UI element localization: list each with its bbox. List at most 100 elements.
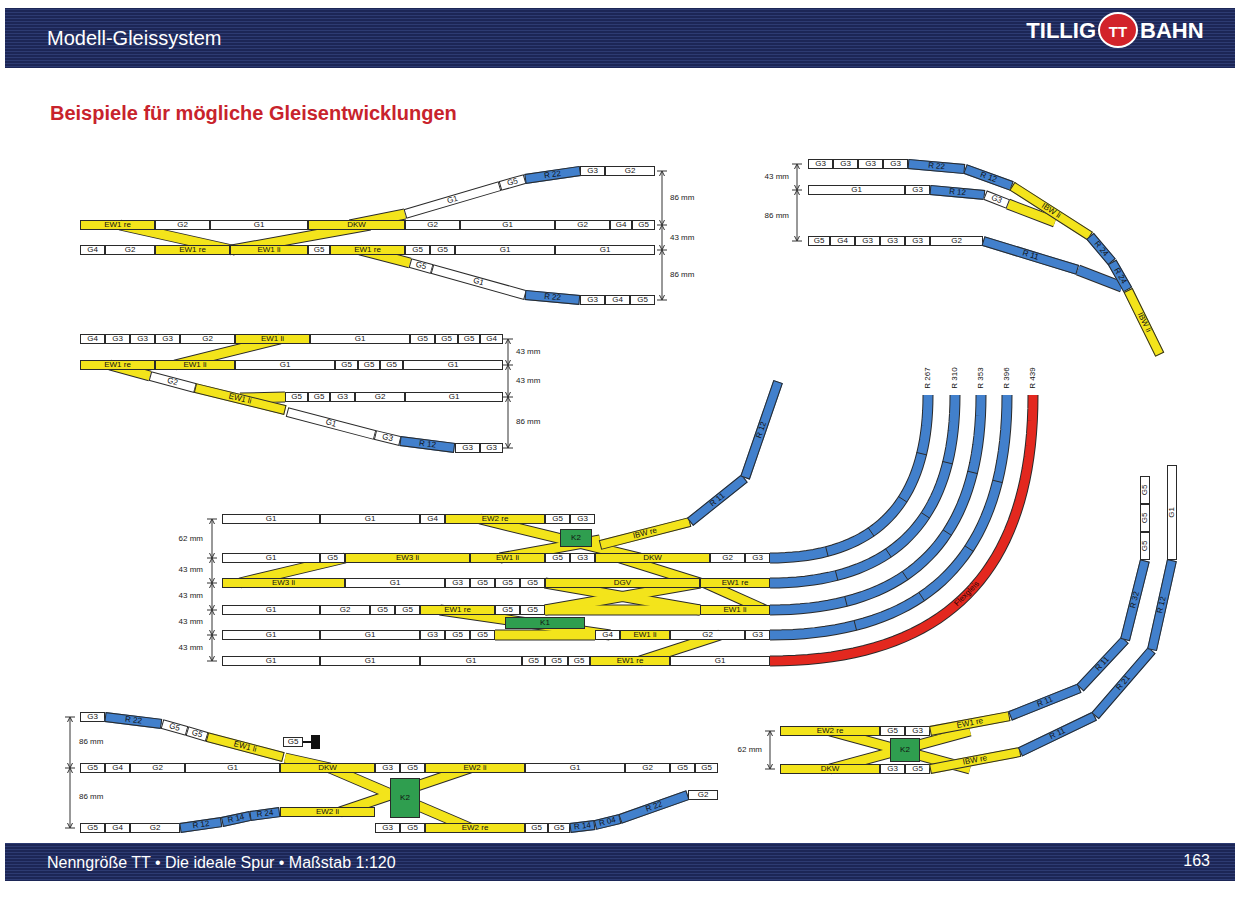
track-code: G5 — [887, 727, 898, 735]
crossing: K2 — [560, 529, 592, 547]
straight-track: G2 — [105, 245, 155, 255]
track-code: G2 — [698, 791, 709, 799]
turnout: EW2 li — [280, 807, 375, 817]
buffer-rail — [303, 741, 311, 743]
track-leg-outline — [330, 768, 470, 828]
track-code: G4 — [87, 246, 98, 254]
turnout: EW2 re — [780, 726, 880, 736]
track-code: G3 — [382, 824, 393, 832]
track-code: G2 — [702, 631, 713, 639]
straight-track: G1 — [460, 220, 555, 230]
segment-joint — [921, 513, 929, 518]
straight-track: G1 — [320, 630, 420, 640]
straight-track: G3 — [480, 443, 503, 453]
straight-track: G5 — [308, 392, 330, 402]
logo-text: BAHN — [1140, 20, 1204, 42]
track-code: EW1 li — [228, 392, 252, 405]
curved-track: R 11 — [1018, 711, 1097, 756]
track-code: G2 — [150, 824, 161, 832]
radius-label: R 396 — [1003, 367, 1011, 388]
track-code: G5 — [191, 729, 204, 740]
straight-track: G2 — [605, 166, 655, 176]
segment-joint — [868, 528, 874, 536]
curved-track: R 32 — [1120, 559, 1150, 641]
dimension-label: 86 mm — [670, 194, 694, 202]
track-code: G5 — [1141, 541, 1149, 552]
straight-track: G5 — [186, 726, 209, 742]
segment-joint — [886, 549, 892, 557]
crossing: K1 — [505, 617, 585, 629]
track-code: G3 — [112, 335, 123, 343]
track-code: G1 — [1168, 507, 1176, 518]
dimension-label: 86 mm — [516, 418, 540, 426]
segment-joint — [845, 597, 847, 607]
logo-text: TILLIG — [1026, 20, 1096, 42]
track-code: G5 — [552, 515, 563, 523]
track-code: G1 — [280, 361, 291, 369]
track-code: G3 — [427, 631, 438, 639]
track-code: G1 — [266, 631, 277, 639]
track-code: R 24 — [256, 809, 274, 819]
track-code: G5 — [551, 657, 562, 665]
track-code: G1 — [570, 764, 581, 772]
track-code: G1 — [466, 657, 477, 665]
straight-track: G5 — [380, 360, 403, 370]
dimension-label: 43 mm — [765, 173, 789, 181]
straight-track: G5 — [430, 245, 455, 255]
track-code: R 12 — [979, 171, 998, 184]
track-code: R 04 — [598, 816, 616, 828]
straight-track: G1 — [210, 220, 308, 230]
dimension-label: 86 mm — [670, 271, 694, 279]
track-code: G4 — [616, 221, 627, 229]
straight-track: G4 — [610, 220, 632, 230]
track-code: G5 — [637, 296, 648, 304]
track-code: EW1 re — [179, 246, 206, 254]
straight-track: G4 — [830, 236, 855, 246]
turnout: IBW re — [599, 517, 691, 550]
track-code: R 14 — [227, 813, 245, 824]
straight-track: G5 — [499, 174, 527, 191]
track-code: EW1 re — [104, 361, 131, 369]
dimension-label: 86 mm — [79, 793, 103, 801]
header-title: Modell-Gleissystem — [47, 28, 221, 48]
track-code: G2 — [642, 764, 653, 772]
straight-track: G2 — [180, 334, 235, 344]
turnout: EW1 li — [155, 360, 235, 370]
straight-track: G3 — [880, 236, 905, 246]
straight-track: G1 — [403, 360, 503, 370]
straight-track: G2 — [555, 220, 610, 230]
dimension-arrow — [210, 583, 215, 588]
track-code: G3 — [587, 296, 598, 304]
track-note: Flexgleis — [953, 580, 981, 608]
track-code: G5 — [912, 765, 923, 773]
track-code: EW1 li — [233, 740, 257, 754]
curve-outline — [770, 395, 1007, 635]
straight-track: G4 — [605, 295, 630, 305]
straight-track: G3 — [570, 514, 595, 524]
track-code: R 11 — [1048, 727, 1066, 741]
straight-track: G5 — [320, 553, 345, 563]
header-bar — [5, 8, 1235, 68]
track-code: G1 — [266, 657, 277, 665]
straight-track: G2 — [130, 763, 185, 773]
straight-track: G3 — [155, 334, 180, 344]
crossing: K2 — [890, 738, 920, 762]
straight-track: G3 — [880, 764, 905, 774]
straight-track: G4 — [80, 334, 105, 344]
radius-label: R 439 — [1029, 367, 1037, 388]
track-code: R 24 — [1112, 267, 1127, 286]
track-leg — [545, 606, 700, 615]
turnout: IBW re — [929, 747, 1021, 774]
straight-track: G5 — [470, 578, 495, 588]
track-code: G5 — [327, 554, 338, 562]
straight-track: G1 — [222, 514, 320, 524]
track-code: EW2 re — [817, 727, 844, 735]
turnout: EW1 li — [470, 553, 545, 563]
track-code: G1 — [600, 246, 611, 254]
straight-track: G1 — [525, 763, 625, 773]
straight-track: G3 — [420, 630, 445, 640]
track-code: R 21 — [1115, 674, 1132, 692]
page-number: 163 — [1183, 853, 1210, 869]
straight-track: G3 — [905, 185, 930, 195]
track-code: G4 — [486, 335, 497, 343]
